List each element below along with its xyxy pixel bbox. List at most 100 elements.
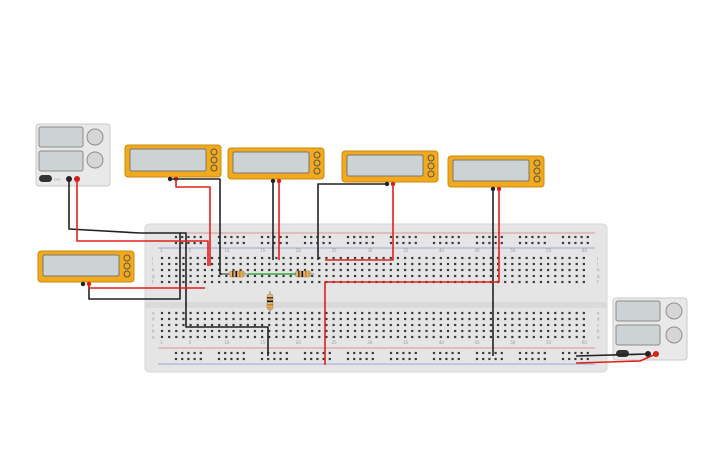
breadboard-hole[interactable]	[236, 351, 239, 355]
breadboard-hole[interactable]	[496, 311, 500, 315]
breadboard-hole[interactable]	[361, 274, 364, 278]
breadboard-hole[interactable]	[361, 256, 364, 260]
breadboard-hole[interactable]	[432, 357, 436, 361]
breadboard-hole[interactable]	[239, 262, 242, 266]
breadboard-hole[interactable]	[389, 241, 393, 245]
breadboard-hole[interactable]	[531, 235, 534, 239]
breadboard-hole[interactable]	[574, 351, 577, 355]
breadboard-hole[interactable]	[539, 317, 543, 321]
breadboard-hole[interactable]	[318, 268, 321, 272]
breadboard-hole[interactable]	[196, 329, 199, 333]
breadboard-hole[interactable]	[242, 357, 245, 361]
breadboard-hole[interactable]	[230, 241, 233, 245]
breadboard-hole[interactable]	[525, 311, 528, 315]
breadboard-hole[interactable]	[389, 262, 392, 266]
breadboard-hole[interactable]	[561, 329, 564, 333]
breadboard-hole[interactable]	[289, 323, 292, 327]
breadboard-hole[interactable]	[232, 329, 235, 333]
breadboard-hole[interactable]	[187, 351, 190, 355]
breadboard-hole[interactable]	[296, 329, 299, 333]
breadboard-hole[interactable]	[210, 335, 214, 339]
breadboard-hole[interactable]	[260, 357, 264, 361]
breadboard-hole[interactable]	[375, 329, 378, 333]
breadboard-hole[interactable]	[468, 323, 471, 327]
breadboard-hole[interactable]	[368, 311, 371, 315]
breadboard-hole[interactable]	[175, 335, 178, 339]
breadboard-hole[interactable]	[253, 274, 257, 278]
breadboard-hole[interactable]	[168, 262, 171, 266]
breadboard-hole[interactable]	[568, 335, 571, 339]
breadboard-hole[interactable]	[532, 274, 535, 278]
breadboard-hole[interactable]	[561, 268, 564, 272]
breadboard-hole[interactable]	[289, 274, 292, 278]
multimeter-mode-button[interactable]	[313, 151, 321, 159]
breadboard-hole[interactable]	[389, 268, 392, 272]
breadboard-hole[interactable]	[239, 280, 242, 284]
breadboard-hole[interactable]	[482, 329, 485, 333]
breadboard-hole[interactable]	[396, 262, 400, 266]
breadboard-hole[interactable]	[261, 317, 264, 321]
breadboard-hole[interactable]	[496, 335, 500, 339]
breadboard-hole[interactable]	[451, 351, 454, 355]
breadboard-hole[interactable]	[365, 235, 368, 239]
breadboard-hole[interactable]	[582, 256, 585, 260]
breadboard-hole[interactable]	[375, 311, 378, 315]
breadboard-hole[interactable]	[494, 241, 497, 245]
breadboard-hole[interactable]	[232, 323, 235, 327]
breadboard-hole[interactable]	[518, 241, 522, 245]
breadboard-hole[interactable]	[232, 335, 235, 339]
breadboard-hole[interactable]	[361, 323, 364, 327]
breadboard-hole[interactable]	[325, 335, 328, 339]
breadboard-hole[interactable]	[182, 274, 185, 278]
breadboard-hole[interactable]	[371, 351, 374, 355]
breadboard-hole[interactable]	[568, 357, 571, 361]
breadboard-hole[interactable]	[475, 323, 478, 327]
breadboard-hole[interactable]	[322, 241, 325, 245]
breadboard-hole[interactable]	[414, 241, 417, 245]
breadboard-hole[interactable]	[511, 311, 514, 315]
breadboard-hole[interactable]	[232, 311, 235, 315]
breadboard-hole[interactable]	[418, 262, 421, 266]
power-supply-right[interactable]: OFF	[612, 297, 688, 361]
breadboard-hole[interactable]	[275, 274, 278, 278]
breadboard-hole[interactable]	[175, 317, 178, 321]
breadboard-hole[interactable]	[418, 335, 421, 339]
breadboard-hole[interactable]	[518, 329, 521, 333]
breadboard-hole[interactable]	[189, 262, 192, 266]
breadboard-hole[interactable]	[568, 311, 571, 315]
breadboard-hole[interactable]	[296, 317, 299, 321]
breadboard-hole[interactable]	[532, 335, 535, 339]
breadboard-hole[interactable]	[232, 256, 235, 260]
breadboard-hole[interactable]	[475, 268, 478, 272]
breadboard-hole[interactable]	[224, 235, 227, 239]
breadboard-hole[interactable]	[282, 311, 285, 315]
resistor-3[interactable]	[266, 291, 274, 313]
multimeter-mode-button[interactable]	[427, 170, 435, 178]
breadboard-hole[interactable]	[282, 274, 285, 278]
breadboard-hole[interactable]	[446, 323, 450, 327]
multimeter-2[interactable]	[227, 147, 325, 184]
breadboard-hole[interactable]	[303, 323, 307, 327]
breadboard-hole[interactable]	[531, 241, 534, 245]
breadboard-hole[interactable]	[404, 256, 407, 260]
breadboard-hole[interactable]	[518, 311, 521, 315]
breadboard-hole[interactable]	[193, 235, 196, 239]
breadboard-hole[interactable]	[504, 311, 507, 315]
breadboard-hole[interactable]	[537, 241, 540, 245]
breadboard-hole[interactable]	[432, 235, 436, 239]
breadboard-hole[interactable]	[518, 335, 521, 339]
breadboard-hole[interactable]	[203, 268, 206, 272]
breadboard-hole[interactable]	[445, 241, 448, 245]
breadboard-hole[interactable]	[182, 280, 185, 284]
breadboard-hole[interactable]	[311, 329, 314, 333]
breadboard-hole[interactable]	[496, 317, 500, 321]
breadboard-hole[interactable]	[411, 323, 414, 327]
breadboard-hole[interactable]	[375, 317, 378, 321]
breadboard-hole[interactable]	[539, 323, 543, 327]
breadboard-hole[interactable]	[275, 317, 278, 321]
breadboard-hole[interactable]	[218, 317, 221, 321]
breadboard-hole[interactable]	[332, 323, 335, 327]
breadboard-hole[interactable]	[454, 274, 457, 278]
breadboard-hole[interactable]	[189, 268, 192, 272]
breadboard-hole[interactable]	[446, 262, 450, 266]
